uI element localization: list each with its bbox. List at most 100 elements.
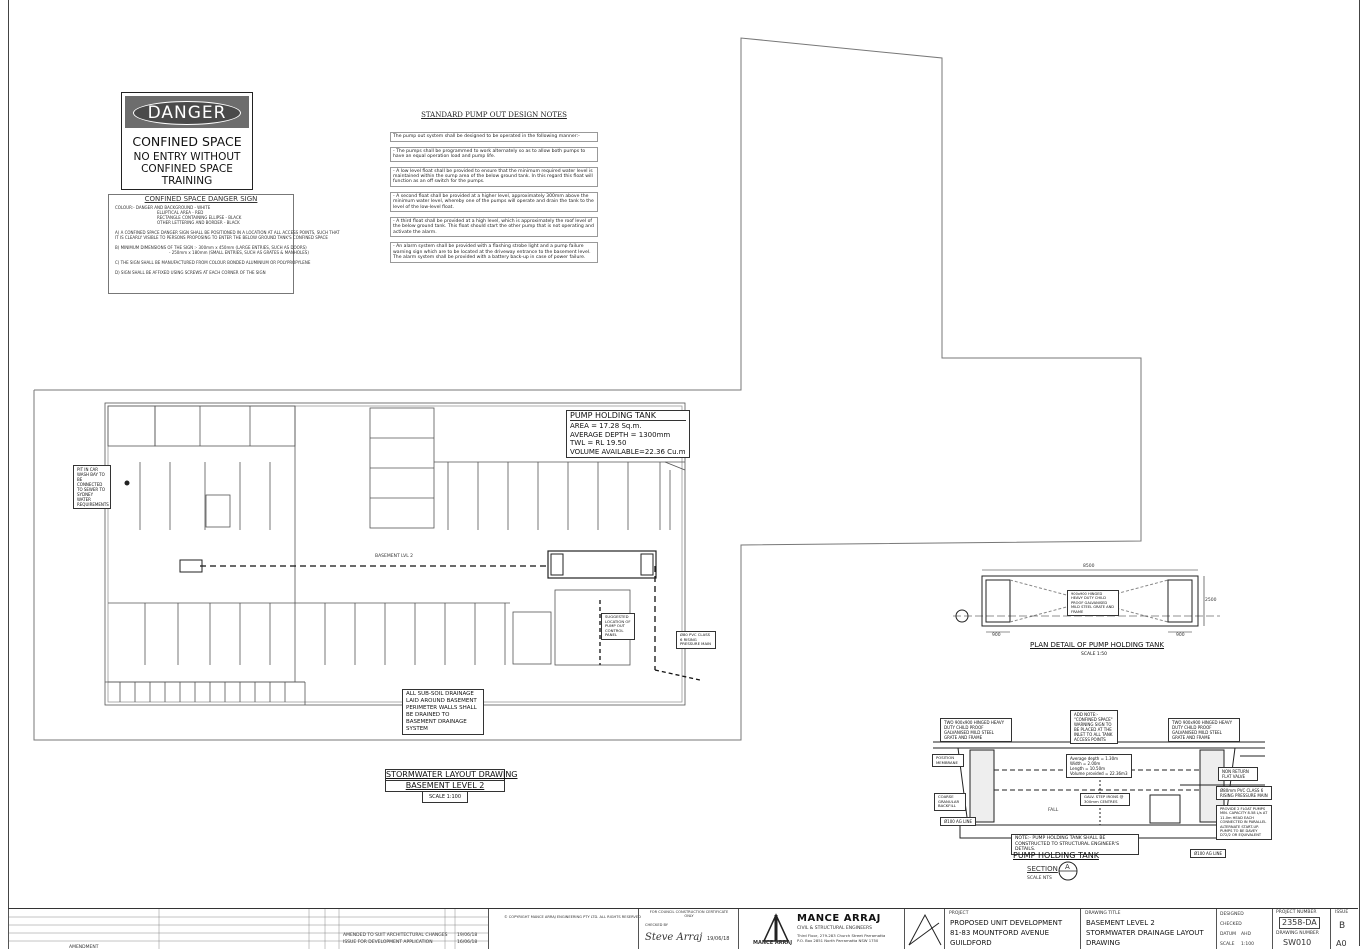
revision-grid xyxy=(9,909,489,949)
status-text: FOR COUNCIL CONSTRUCTION CERTIFICATE ONL… xyxy=(649,910,729,919)
site-boundary xyxy=(33,37,1142,741)
tank-plan-scale: SCALE 1:50 xyxy=(1081,652,1107,657)
scale-value: 1:100 xyxy=(1241,942,1254,947)
design-note-item: - A low level float shall be provided to… xyxy=(390,166,598,187)
section-scale: SCALE NTS xyxy=(1027,876,1052,881)
pump-tank-line: TWL = RL 19.50 xyxy=(570,439,627,448)
section-dim: Volume provided = 22.36m3 xyxy=(1070,771,1128,776)
pump-tank-line: AVERAGE DEPTH = 1300mm xyxy=(570,430,671,439)
tank-dim-side: 2500 xyxy=(1205,598,1217,603)
sign-specification: CONFINED SPACE DANGER SIGN COLOUR:- DANG… xyxy=(108,194,340,294)
subsoil-note: ALL SUB-SOIL DRAINAGE LAID AROUND BASEME… xyxy=(402,689,484,735)
drawing-number-label: DRAWING NUMBER xyxy=(1276,931,1319,936)
sign-spec-row: ELLIPTICAL AREA - RED xyxy=(157,210,204,215)
firm-logo-icon xyxy=(762,913,790,942)
section-grate-right: TWO 900x900 HINGED HEAVY DUTY CHILD PROO… xyxy=(1168,718,1240,742)
meta-cell: DESIGNED CHECKED DATUM AHD SCALE 1:100 xyxy=(1216,909,1273,949)
checked-by-label: CHECKED BY xyxy=(645,923,668,927)
tank-dim-right: 900 xyxy=(1176,633,1185,638)
title-block: AMENDED TO SUIT ARCHITECTURAL CHANGES IS… xyxy=(8,908,1359,950)
tank-plan-title-text: PLAN DETAIL OF PUMP HOLDING TANK xyxy=(1030,641,1165,649)
ramp-label: BASEMENT LVL 2 xyxy=(375,554,414,559)
firm-address-2: P.O. Box 2851 North Parramatta NSW 1750 xyxy=(797,938,879,943)
firm-name: MANCE ARRAJ xyxy=(797,913,881,924)
pump-tank-line: VOLUME AVAILABLE=22.36 Cu.m xyxy=(570,447,686,456)
main-title-scale: SCALE 1:100 xyxy=(422,792,468,803)
revision-b: AMENDED TO SUIT ARCHITECTURAL CHANGES xyxy=(343,933,448,938)
section-label: SECTION xyxy=(1027,865,1058,873)
sign-spec-row: C) THE SIGN SHALL BE MANUFACTURED FROM C… xyxy=(115,260,311,265)
design-notes-title: STANDARD PUMP OUT DESIGN NOTES xyxy=(421,111,567,119)
danger-line-1: CONFINED SPACE xyxy=(132,134,242,149)
north-arrow-icon xyxy=(908,913,942,946)
drawing-title-line: STORMWATER DRAINAGE LAYOUT xyxy=(1086,929,1204,937)
section-dim: Width = 2.00m xyxy=(1070,761,1101,766)
pump-tank-plan xyxy=(547,550,657,579)
section-dim: Length = 10.50m xyxy=(1070,766,1106,771)
section-dims: Average depth = 1.30m Width = 2.00m Leng… xyxy=(1066,754,1132,778)
scale-label: SCALE xyxy=(1220,942,1235,947)
revision-table: AMENDED TO SUIT ARCHITECTURAL CHANGES IS… xyxy=(8,909,489,950)
issue-value: B xyxy=(1339,921,1346,931)
section-membrane: POSITION MEMBRANE xyxy=(932,754,964,768)
design-note-item: - A second float shall be provided at a … xyxy=(390,191,598,213)
revision-a-date: 16/06/18 xyxy=(457,940,478,945)
section-title: PUMP HOLDING TANK xyxy=(1013,851,1099,861)
firm-subtitle: CIVIL & STRUCTURAL ENGINEERS xyxy=(797,926,872,931)
control-panel-note: SUGGESTED LOCATION OF PUMP OUT CONTROL P… xyxy=(601,613,635,640)
danger-sign: DANGER CONFINED SPACE NO ENTRY WITHOUT C… xyxy=(121,92,253,190)
sign-spec-row: OTHER LETTERING AND BORDER - BLACK xyxy=(157,220,240,225)
sign-spec-title: CONFINED SPACE DANGER SIGN xyxy=(144,195,258,203)
number-cell: PROJECT NUMBER 2358-DA DRAWING NUMBER SW… xyxy=(1272,909,1331,949)
sign-spec-row: D) SIGN SHALL BE AFFIXED USING SCREWS AT… xyxy=(115,270,266,275)
project-number-label: PROJECT NUMBER xyxy=(1276,910,1317,915)
tank-plan-title: PLAN DETAIL OF PUMP HOLDING TANK SCALE 1… xyxy=(1030,640,1165,660)
sheet-size: A0 xyxy=(1336,939,1347,948)
tank-dim-top: 8500 xyxy=(1083,564,1095,569)
section-pumps: PROVIDE 2 FLOAT PUMPS MIN. CAPACITY 8.58… xyxy=(1216,805,1272,840)
design-note-item: - An alarm system shall be provided with… xyxy=(390,242,598,263)
sign-spec-row: B) MINIMUM DIMENSIONS OF THE SIGN :- 300… xyxy=(115,245,307,250)
design-notes-intro: The pump out system shall be designed to… xyxy=(390,132,598,142)
signature: Steve Arraj xyxy=(645,932,703,943)
pit-note: PIT IN CAR WASH BAY TO BE CONNECTED TO S… xyxy=(73,465,111,509)
drawing-title-header: DRAWING TITLE xyxy=(1085,911,1121,916)
section-add-note: ADD NOTE:- "CONFINED SPACE" WARNING SIGN… xyxy=(1070,710,1118,744)
drawing-title-line: BASEMENT LEVEL 2 xyxy=(1086,919,1155,927)
issue-label: ISSUE xyxy=(1335,910,1349,915)
copyright-text: © COPYRIGHT MANCE ARRAJ ENGINEERING PTY … xyxy=(504,915,641,919)
sign-spec-row: RECTANGLE CONTAINING ELLIPSE - BLACK xyxy=(157,215,242,220)
section-dim: Average depth = 1.30m xyxy=(1070,756,1119,761)
sign-spec-row: COLOUR:- DANGER AND BACKGROUND - WHITE xyxy=(115,205,211,210)
design-note-item: - The pumps shall be programmed to work … xyxy=(390,146,598,162)
danger-line-4: TRAINING xyxy=(161,175,213,187)
copyright-cell: © COPYRIGHT MANCE ARRAJ ENGINEERING PTY … xyxy=(488,909,641,949)
status-cell: FOR COUNCIL CONSTRUCTION CERTIFICATE ONL… xyxy=(638,909,739,949)
section-letter: A xyxy=(1065,863,1070,871)
design-note-item: - A third float shall be provided at a h… xyxy=(390,217,598,238)
checked-label: CHECKED xyxy=(1220,922,1242,927)
designed-label: DESIGNED xyxy=(1220,912,1244,917)
basement-plan xyxy=(104,402,686,706)
revision-a: ISSUE FOR DEVELOPMENT APPLICATION xyxy=(343,940,433,945)
main-title-line1: STORMWATER LAYOUT DRAWING xyxy=(385,769,518,781)
drainage-lines xyxy=(200,565,701,681)
section-ag-left: Ø100 AG LINE xyxy=(940,817,977,826)
danger-header: DANGER xyxy=(133,101,241,125)
rising-main-note: Ø80 PVC CLASS 6 RISING PRESSURE MAIN xyxy=(676,631,716,649)
pump-tank-info: PUMP HOLDING TANK AREA = 17.28 Sq.m. AVE… xyxy=(566,410,690,459)
drawing-number: SW010 xyxy=(1283,938,1312,947)
firm-address: Third Floor, 279-283 Church Street Parra… xyxy=(797,933,886,938)
datum-label: DATUM xyxy=(1220,932,1237,937)
project-line: GUILDFORD xyxy=(950,939,992,947)
section-step-irons: GALV. STEP IRONS @ 300mm CENTRES xyxy=(1080,793,1130,807)
section-fall: FALL xyxy=(1048,808,1059,813)
section-gravel: COARSE GRANULAR BACKFILL xyxy=(934,793,966,811)
drawing-title-line: DRAWING xyxy=(1086,939,1121,947)
section-note: NOTE:- PUMP HOLDING TANK SHALL BE CONSTR… xyxy=(1011,834,1139,855)
firm-cell: MANCE ARRAJ MANCE ARRAJ CIVIL & STRUCTUR… xyxy=(738,909,905,949)
project-line: 81-83 MOUNTFORD AVENUE xyxy=(950,929,1050,937)
sign-spec-row: A) A CONFINED SPACE DANGER SIGN SHALL BE… xyxy=(115,230,340,235)
signature-date: 19/06/18 xyxy=(707,936,730,942)
issue-cell: ISSUE B A0 xyxy=(1330,909,1359,949)
